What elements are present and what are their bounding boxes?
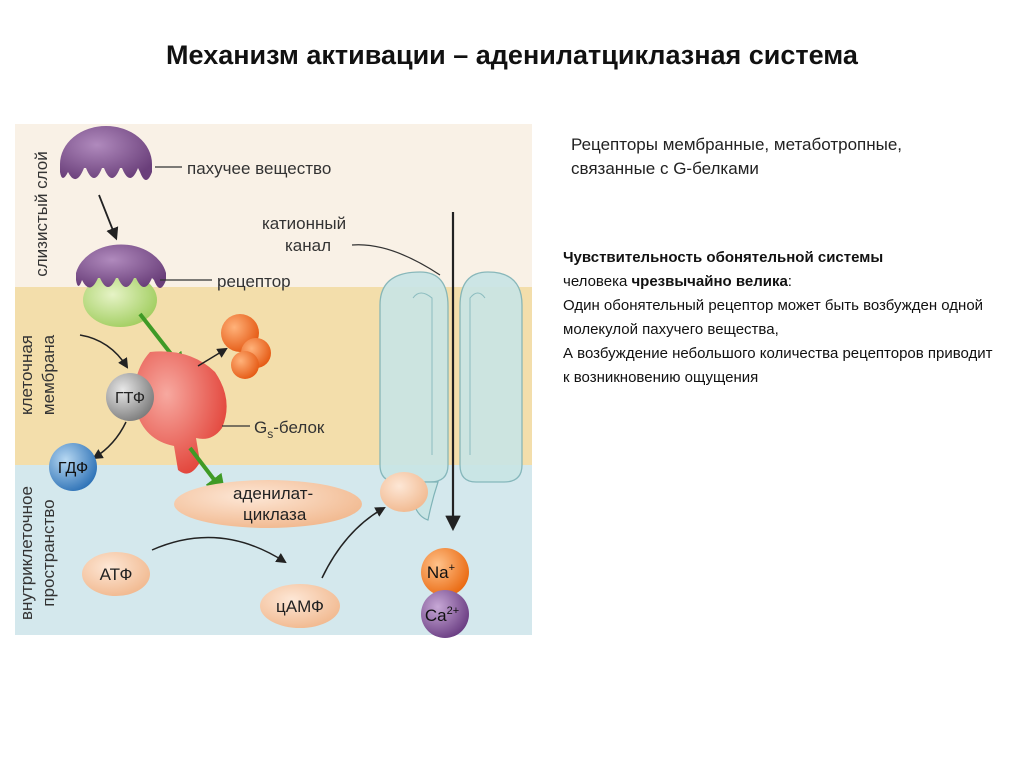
atp-label: АТФ [100,565,133,584]
description-heading: Чувствительность обонятельной системы [563,249,883,266]
camp-label: цАМФ [276,597,324,616]
adenylate-cyclase-label-2: циклаза [243,505,307,524]
gtp-label: ГТФ [115,390,145,407]
description-line2-suffix: : [788,273,792,290]
adenylate-cyclase-diagram: слизистый слой клеточная мембрана внутри… [0,110,540,670]
description-line3: Один обонятельный рецептор может быть во… [563,294,1003,342]
svg-text:пространство: пространство [39,499,58,606]
gdp-label: ГДФ [58,460,88,477]
cation-channel-label-1: катионный [262,214,346,233]
description-block: Чувствительность обонятельной системы че… [563,246,1003,390]
svg-text:мембрана: мембрана [39,334,58,415]
description-line2-prefix: человека [563,273,631,290]
mucus-layer-label: слизистый слой [32,151,51,277]
svg-text:клеточная: клеточная [17,335,36,415]
receptor-label: рецептор [217,272,291,291]
cation-channel-label-2: канал [285,236,331,255]
subtitle: Рецепторы мембранные, метаботропные, свя… [571,133,951,181]
description-line2-bold: чрезвычайно велика [631,273,787,290]
odorant-label: пахучее вещество [187,159,331,178]
adenylate-cyclase-label-1: аденилат- [233,484,313,503]
description-line4: А возбуждение небольшого количества реце… [563,342,1003,390]
svg-text:внутриклеточное: внутриклеточное [17,486,36,620]
svg-text:слизистый слой: слизистый слой [32,151,51,277]
page-title: Механизм активации – аденилатциклазная с… [0,40,1024,71]
